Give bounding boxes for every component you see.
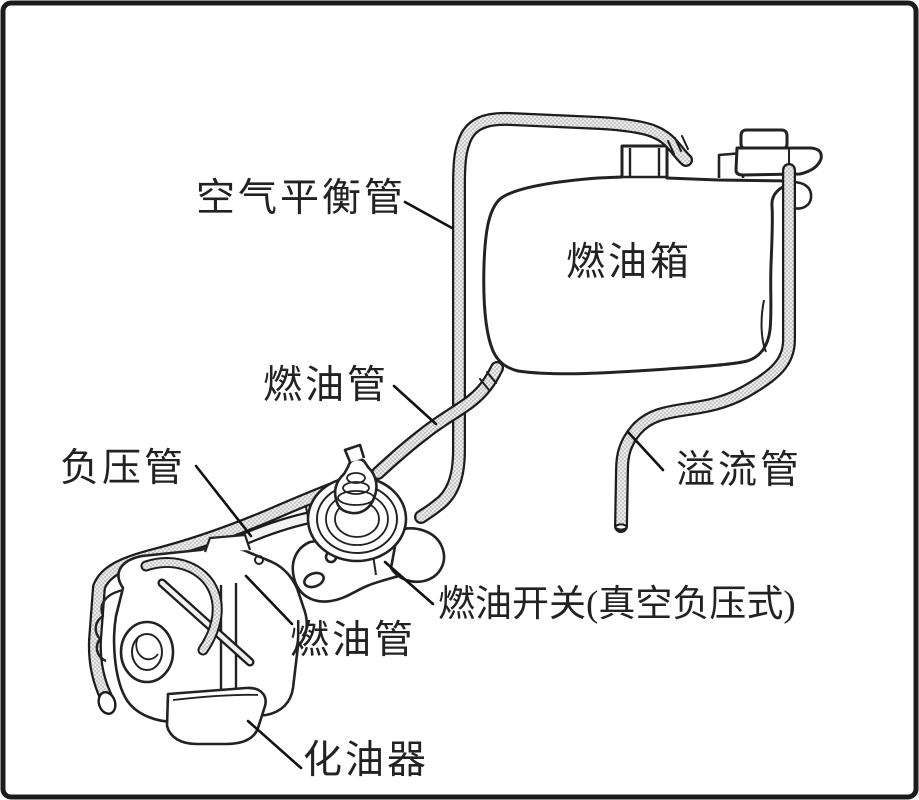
leader-lines — [194, 200, 665, 770]
leader-carburetor — [246, 719, 303, 770]
fuel-pipe-upper-drawing — [371, 361, 504, 480]
label-fuel-pipe-upper: 燃油管 — [263, 364, 390, 407]
overflow-pipe-drawing — [614, 163, 796, 533]
label-carburetor: 化油器 — [303, 739, 430, 782]
label-vacuum-pipe: 负压管 — [60, 447, 187, 490]
vacuum-pipe-drawing — [87, 469, 375, 715]
fuel-switch-drawing — [291, 443, 446, 603]
fuel-tank-drawing — [482, 144, 813, 376]
label-fuel-switch: 燃油开关(真空负压式) — [438, 584, 796, 625]
pipe-collar-rings — [667, 135, 689, 155]
leader-fuel-switch — [383, 560, 435, 606]
leader-vacuum-pipe — [194, 464, 253, 538]
leader-fuel-pipe-lower — [244, 574, 294, 626]
label-overflow-pipe: 溢流管 — [676, 449, 803, 492]
leader-overflow-pipe — [626, 430, 665, 472]
pipe-collar-rings — [479, 371, 497, 391]
carburetor-drawing — [94, 533, 309, 746]
leader-fuel-pipe-upper — [392, 384, 438, 426]
label-fuel-pipe-lower: 燃油管 — [290, 619, 417, 662]
air-balance-pipe-drawing — [414, 111, 693, 524]
leader-air-balance-pipe — [403, 200, 454, 230]
label-air-balance-pipe: 空气平衡管 — [196, 177, 407, 220]
label-fuel-tank: 燃油箱 — [566, 241, 693, 284]
fuel-filler-cap — [734, 128, 823, 177]
